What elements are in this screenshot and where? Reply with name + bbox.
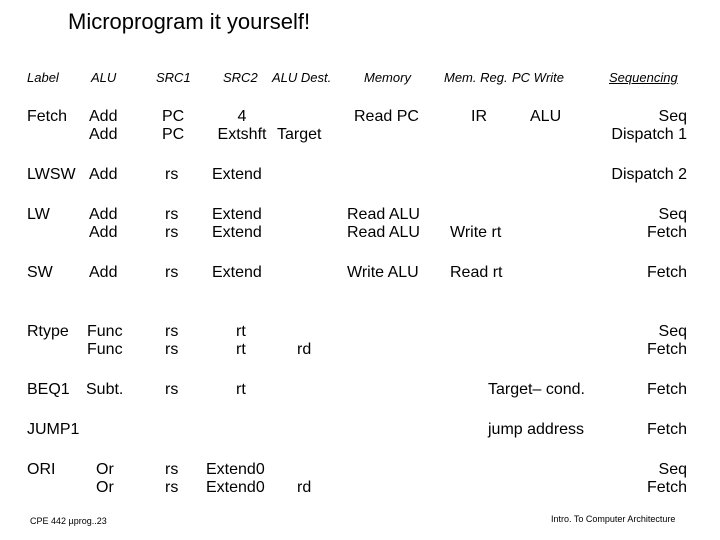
alu-dest-cell: rd <box>297 479 312 496</box>
memory-cell: Read ALU Read ALU <box>347 206 420 241</box>
mem-reg-cell: Write rt <box>450 224 502 241</box>
pc-write-cell: ALU <box>530 108 562 125</box>
sequencing-cell: Fetch <box>646 381 687 398</box>
sequencing-cell: Seq Fetch <box>646 461 687 496</box>
sequencing-cell: Dispatch 2 <box>611 166 687 183</box>
row-label: LW <box>27 206 50 223</box>
row-label: SW <box>27 264 53 281</box>
row-label: Rtype <box>27 323 69 340</box>
row-label: LWSW <box>27 166 76 183</box>
sequencing-cell: Fetch <box>646 264 687 281</box>
header-src1: SRC1 <box>156 70 191 85</box>
header-alu: ALU <box>91 70 117 85</box>
src2-cell: 4 Extshft <box>217 108 267 143</box>
src2-cell: Extend <box>212 166 262 183</box>
src1-cell: rs <box>165 381 179 398</box>
header-src2: SRC2 <box>223 70 258 85</box>
src2-cell: rt rt <box>236 323 246 358</box>
sequencing-cell: Seq Dispatch 1 <box>611 108 687 143</box>
src1-cell: rs <box>165 264 179 281</box>
src2-cell: Extend <box>212 264 262 281</box>
memory-cell: Write ALU <box>347 264 419 281</box>
header-mem-reg: Mem. Reg. <box>444 70 508 85</box>
src1-cell: rs rs <box>165 206 179 241</box>
header-alu-dest: ALU Dest. <box>272 70 332 85</box>
alu-cell: Subt. <box>86 381 124 398</box>
footer-left: CPE 442 µprog..23 <box>30 516 107 526</box>
alu-cell: Add Add <box>89 206 118 241</box>
row-label: Fetch <box>27 108 68 125</box>
src1-cell: rs <box>165 166 179 183</box>
header-sequencing: Sequencing <box>609 70 678 85</box>
sequencing-cell: Seq Fetch <box>646 323 687 358</box>
footer-right: Intro. To Computer Architecture <box>551 514 676 524</box>
header-label: Label <box>27 70 59 85</box>
alu-dest-cell: Target <box>277 126 322 143</box>
slide-title: Microprogram it yourself! <box>68 9 311 34</box>
sequencing-cell: Seq Fetch <box>646 206 687 241</box>
pc-write-cell: Target– cond. <box>488 381 585 398</box>
alu-dest-cell: rd <box>297 341 312 358</box>
mem-reg-cell: IR <box>471 108 487 125</box>
header-memory: Memory <box>364 70 411 85</box>
pc-write-cell: jump address <box>488 421 585 438</box>
row-label: JUMP1 <box>27 421 80 438</box>
alu-cell: Add <box>89 166 118 183</box>
src2-cell: Extend Extend <box>212 206 262 241</box>
src1-cell: PC PC <box>162 108 185 143</box>
alu-cell: Func Func <box>87 323 123 358</box>
memory-cell: Read PC <box>354 108 419 125</box>
src2-cell: Extend0 Extend0 <box>206 461 265 496</box>
alu-cell: Add <box>89 264 118 281</box>
alu-cell: Or Or <box>96 461 114 496</box>
alu-cell: Add Add <box>89 108 118 143</box>
mem-reg-cell: Read rt <box>450 264 503 281</box>
src2-cell: rt <box>236 381 246 398</box>
src1-cell: rs rs <box>165 461 179 496</box>
row-label: BEQ1 <box>27 381 70 398</box>
header-pc-write: PC Write <box>512 70 564 85</box>
src1-cell: rs rs <box>165 323 179 358</box>
sequencing-cell: Fetch <box>646 421 687 438</box>
row-label: ORI <box>27 461 56 478</box>
